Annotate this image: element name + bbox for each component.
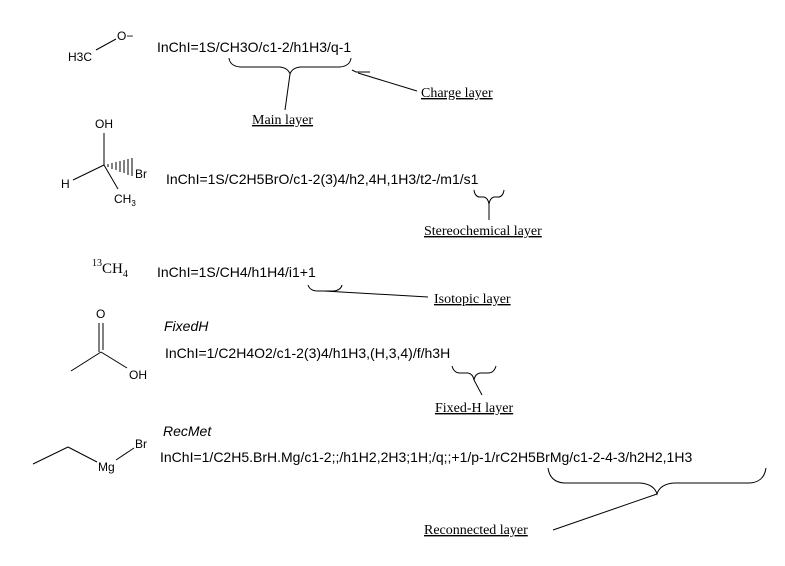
atom-o-carbonyl: O [96, 307, 105, 321]
atom-h3c-label: H3C [68, 50, 92, 64]
atom-br-grignard-label: Br [135, 437, 147, 451]
atom-h-label: H [61, 177, 70, 191]
hashed-wedge-bond-c-br [107, 158, 133, 176]
atom-o-minus-label: O− [117, 29, 133, 43]
atom-mg-label: Mg [98, 460, 115, 474]
main-layer-brace [228, 57, 352, 76]
reconnected-layer-label: Reconnected layer [424, 523, 528, 538]
reconnected-layer-leader [552, 493, 658, 531]
charge-layer-leader [357, 72, 418, 92]
bond-c-h [72, 164, 105, 181]
bromoethanol-structure: OH H Br CH3 [61, 117, 147, 208]
option-fixedh: FixedH [164, 318, 209, 334]
bond-ch3-c [70, 351, 102, 372]
isotopic-layer-brace [307, 284, 343, 292]
charge-layer-bracket [351, 69, 370, 73]
isotopic-layer-leader [323, 290, 429, 298]
bond-ch2-mg [67, 446, 98, 463]
atom-h: H [61, 177, 70, 191]
atom-oh-acid: OH [129, 368, 147, 382]
bond-ch3-ch2 [32, 446, 69, 465]
atom-o-minus: O− [117, 29, 133, 43]
stereo-layer-label: Stereochemical layer [424, 224, 542, 239]
isotopic-layer-label: Isotopic layer [434, 292, 511, 307]
bond-c-oh [100, 351, 128, 369]
main-layer-label: Main layer [252, 113, 313, 128]
charge-layer-label: Charge layer [421, 86, 493, 101]
fixedh-layer-leader [473, 379, 483, 396]
isotope-mass-number: 13 [92, 258, 102, 269]
main-layer-leader [284, 73, 291, 111]
bond-c-o [95, 38, 117, 51]
atom-oh-label: OH [95, 117, 113, 131]
inchi-bromoethanol: InChI=1S/C2H5BrO/c1-2(3)4/h2,4H,1H3/t2-/… [166, 171, 479, 187]
methane-13c-formula: 13CH4 [92, 258, 128, 280]
atom-br: Br [135, 167, 147, 181]
stereo-layer-brace [473, 189, 505, 205]
inchi-ethylmagnesium-bromide: InChI=1/C2H5.BrH.Mg/c1-2;;/h1H2,2H3;1H;/… [160, 449, 692, 465]
atom-oh-acid-label: OH [129, 368, 147, 382]
bond-mg-br [115, 447, 135, 461]
atom-br-label: Br [135, 167, 147, 181]
methane-13c-structure: 13CH4 [92, 258, 128, 280]
inchi-acetic-acid: InChI=1/C2H4O2/c1-2(3)4/h1H3,(H,3,4)/f/h… [165, 345, 450, 361]
option-recmet: RecMet [163, 423, 212, 439]
atom-h3c: H3C [68, 50, 92, 64]
acetic-acid-structure: O OH [70, 307, 147, 382]
atom-o-carbonyl-label: O [96, 307, 105, 321]
atom-ch3: CH3 [114, 192, 136, 208]
inchi-methoxide: InChI=1S/CH3O/c1-2/h1H3/q-1 [157, 39, 351, 55]
methoxide-structure: H3C O− [68, 29, 133, 64]
fixedh-layer-brace [451, 365, 497, 381]
atom-mg: Mg [98, 460, 115, 474]
ethylmagnesium-bromide-structure: Mg Br [32, 437, 147, 474]
atom-oh: OH [95, 117, 113, 131]
fixedh-layer-label: Fixed-H layer [435, 401, 513, 416]
inchi-methane-13c: InChI=1S/CH4/h1H4/i1+1 [157, 264, 316, 280]
bond-c-ch3 [103, 164, 119, 190]
reconnected-layer-brace [547, 467, 767, 496]
atom-br-grignard: Br [135, 437, 147, 451]
